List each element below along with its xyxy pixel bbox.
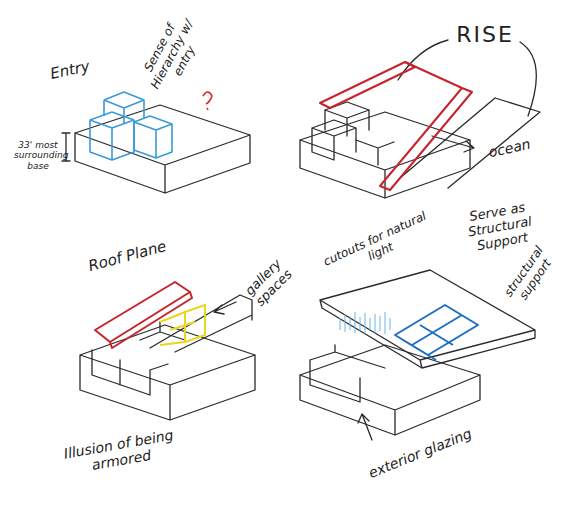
annotation-label: Roof Plane — [79, 236, 175, 277]
annotation-label: Entry — [39, 56, 101, 85]
annotation-label: structural support — [499, 239, 562, 312]
annotation-label: 33' most surrounding base — [14, 140, 62, 171]
annotation-label: Sense of Hierarchy w/ entry — [132, 3, 213, 106]
annotation-label: exterior glazing — [361, 423, 478, 483]
annotation-label: gallery spaces — [237, 250, 302, 315]
annotation-label: ocean — [481, 134, 538, 161]
annotation-label: RISE — [450, 22, 520, 47]
annotation-label: Illusion of being armored — [53, 425, 187, 479]
